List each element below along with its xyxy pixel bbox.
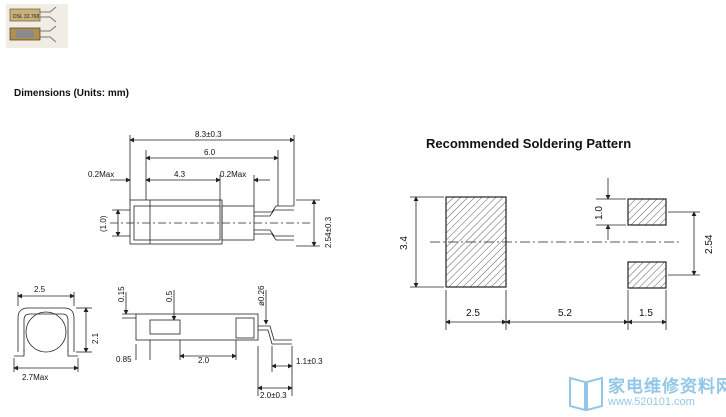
watermark-text: 家电维修资料网 [608, 377, 726, 396]
product-label: DSL 32.768 [13, 14, 39, 20]
side-view-labels: 8.3±0.3 6.0 0.2Max 4.3 0.2Max (1.0) 2.54… [88, 130, 333, 248]
label-small-pad-height: 1.0 [594, 206, 605, 220]
watermark-url: www.520101.com [608, 396, 695, 408]
label-bottom-width: 2.7Max [22, 373, 48, 382]
label-height-right: 2.54±0.3 [324, 216, 333, 248]
soldering-heading: Recommended Soldering Pattern [426, 136, 632, 151]
label-span-mid: 4.3 [174, 170, 186, 179]
label-dim-20: 2.0 [198, 356, 210, 365]
label-gap: 5.2 [558, 308, 572, 319]
end-view-labels: 2.5 2.7Max 2.1 [22, 285, 100, 382]
label-offset-right: 0.2Max [220, 170, 246, 179]
label-dim-026: ø0.26 [257, 285, 266, 306]
soldering-dims [410, 178, 700, 330]
label-height-left: (1.0) [99, 215, 108, 232]
label-pad-width: 2.5 [466, 308, 480, 319]
small-pad-bottom [627, 261, 667, 289]
label-end-height: 2.1 [91, 332, 100, 344]
label-dim-085: 0.85 [116, 355, 132, 364]
end-view [13, 292, 92, 372]
label-pad-height: 3.4 [399, 236, 410, 250]
label-dim-05: 0.5 [165, 290, 174, 302]
soldering-labels: 3.4 2.5 5.2 1.5 1.0 2.54 [399, 206, 715, 319]
soldering-pattern [445, 196, 667, 289]
label-dim-20b: 2.0±0.3 [260, 391, 287, 400]
label-pitch: 2.54 [704, 234, 715, 254]
label-top-width: 2.5 [34, 285, 46, 294]
dimensions-heading: Dimensions (Units: mm) [14, 88, 130, 99]
label-offset-left: 0.2Max [88, 170, 114, 179]
side-view [110, 135, 320, 247]
label-dim-11: 1.1±0.3 [296, 357, 323, 366]
label-body-length: 6.0 [204, 148, 216, 157]
site-watermark: 家电维修资料网 www.520101.com [568, 372, 726, 414]
product-photo: DSL 32.768 [6, 4, 68, 48]
label-dim-015: 0.15 [117, 286, 126, 302]
bottom-view-labels: 0.15 0.5 ø0.26 0.85 2.0 1.1±0.3 2.0±0.3 [116, 285, 323, 400]
label-small-pad-width: 1.5 [639, 308, 653, 319]
label-overall-length: 8.3±0.3 [195, 130, 222, 139]
book-icon [569, 376, 603, 412]
small-pad-top [627, 198, 667, 226]
bottom-view [122, 290, 293, 396]
